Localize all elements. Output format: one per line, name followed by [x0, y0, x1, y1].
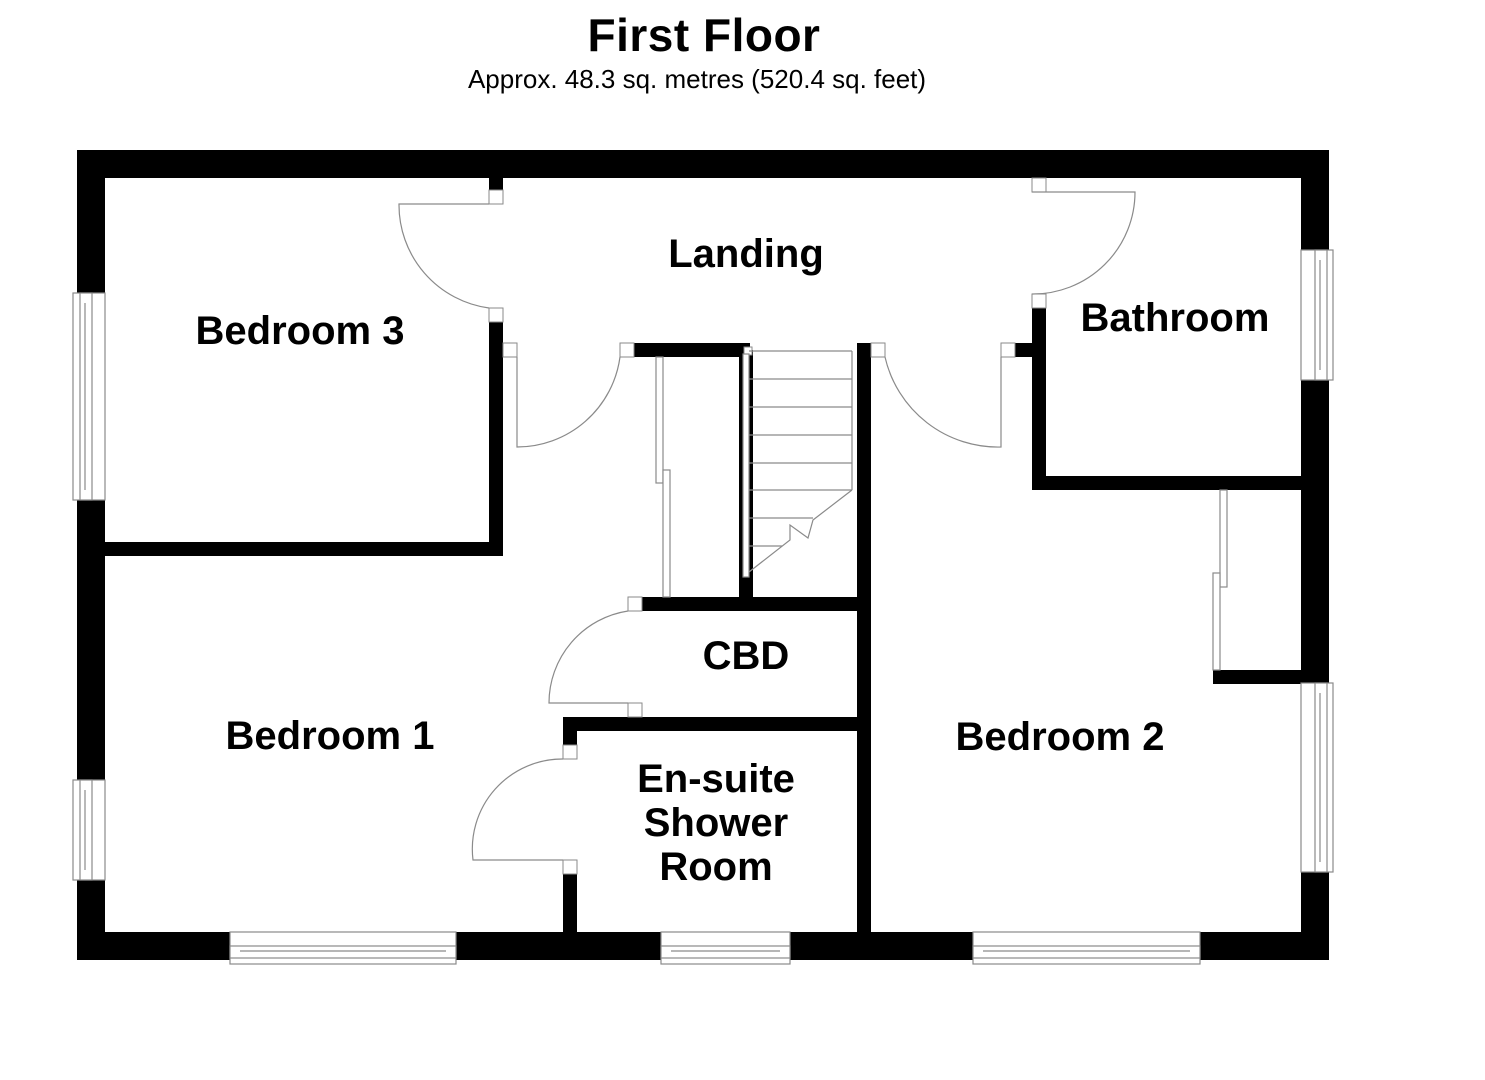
room-label-bedroom-1: Bedroom 1	[225, 714, 435, 758]
wardrobe-doors	[655, 356, 1228, 671]
floor-title: First Floor	[587, 9, 821, 61]
ensuite-line-1: En-suite	[637, 757, 795, 801]
room-label-cbd: CBD	[702, 634, 790, 678]
room-label-bathroom: Bathroom	[1080, 296, 1270, 340]
ensuite-line-3: Room	[659, 845, 773, 889]
room-label-ensuite: En-suite Shower Room	[606, 757, 826, 889]
door-swings	[398, 191, 1136, 861]
room-label-bedroom-3: Bedroom 3	[195, 309, 405, 353]
door-jambs	[488, 177, 1047, 875]
room-label-bedroom-2: Bedroom 2	[955, 715, 1165, 759]
outer-walls	[77, 150, 1329, 960]
ensuite-line-2: Shower	[643, 801, 789, 845]
windows	[72, 249, 1334, 965]
staircase	[742, 350, 853, 578]
room-label-landing: Landing	[668, 232, 824, 276]
floor-area-subtitle: Approx. 48.3 sq. metres (520.4 sq. feet)	[467, 64, 927, 94]
